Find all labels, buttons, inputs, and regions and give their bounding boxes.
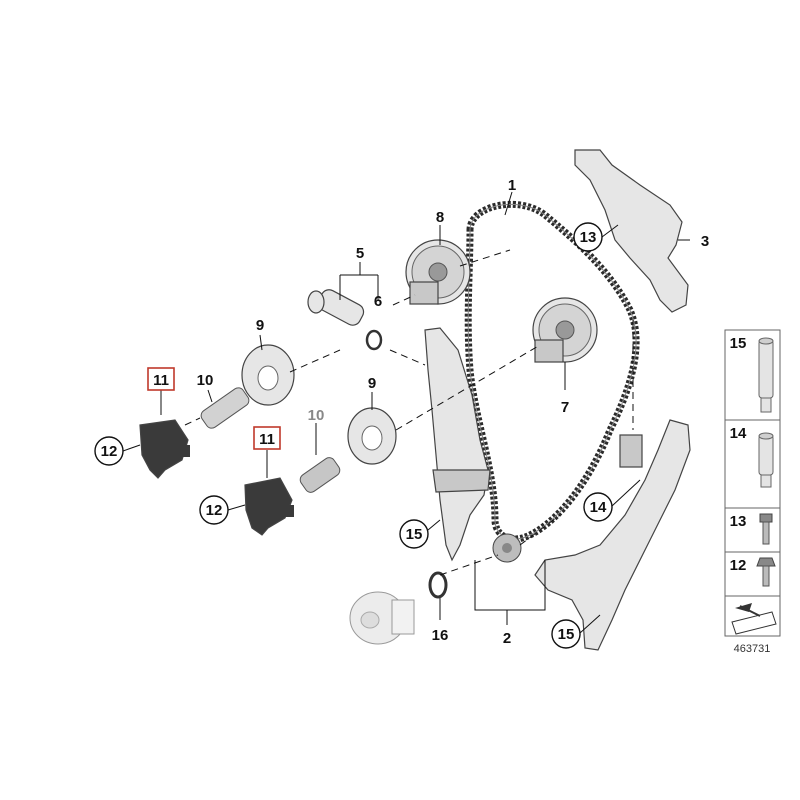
- washer-plate-upper: [241, 344, 295, 406]
- callout-5: 5: [356, 245, 364, 262]
- camshaft-sprocket-intake: [405, 239, 471, 305]
- leader-10a: [207, 389, 213, 403]
- callout-15-right-circle: [551, 619, 581, 649]
- callout-10-lower: 10: [308, 407, 325, 424]
- tensioner-rail-clip: [432, 469, 491, 493]
- assembly-line-7: [519, 514, 561, 546]
- crankshaft-hub: [349, 591, 415, 645]
- callout-2: 2: [503, 630, 511, 647]
- callout-6: 6: [374, 293, 382, 310]
- callout-14: 14: [590, 499, 607, 516]
- legend-label-12: 12: [730, 557, 747, 574]
- legend-label-15: 15: [730, 335, 747, 352]
- callout-3: 3: [701, 233, 709, 250]
- o-ring: [365, 329, 383, 351]
- leader-12b: [227, 504, 246, 511]
- washer-plate-lower: [347, 407, 397, 465]
- callout-12-upper: 12: [101, 443, 118, 460]
- callout-12-upper-circle: [94, 436, 124, 466]
- leader-13: [601, 224, 619, 238]
- callout-11-lower-box: [253, 426, 281, 450]
- guide-rail-lower: [534, 419, 691, 651]
- callout-9-lower: 9: [368, 375, 376, 392]
- legend-label-13: 13: [730, 513, 747, 530]
- bracket-2: [474, 560, 546, 611]
- callout-12-lower-circle: [199, 495, 229, 525]
- bolt-upper: [200, 387, 250, 429]
- bracket-5: [339, 274, 379, 300]
- callout-12-lower: 12: [206, 502, 223, 519]
- legend-screw-12-icon: [756, 557, 776, 587]
- seal-ring: [428, 571, 448, 599]
- timing-chain-inner: [467, 203, 637, 540]
- catalog-number: 463731: [734, 643, 771, 655]
- guide-rail-upper: [574, 149, 689, 313]
- leader-9a: [259, 334, 263, 351]
- actuator-upper: [139, 419, 190, 479]
- timing-chain: [464, 200, 640, 543]
- guide-rail-bracket: [619, 434, 643, 468]
- assembly-line-4: [392, 294, 416, 306]
- assembly-line-2: [389, 349, 426, 366]
- callout-8: 8: [436, 209, 444, 226]
- legend-bolt-13-icon: [759, 513, 773, 545]
- callout-16: 16: [432, 627, 449, 644]
- bolt-lower: [299, 457, 341, 493]
- legend-arrow-icon: [731, 603, 777, 635]
- legend-label-14: 14: [730, 425, 747, 442]
- callout-13-circle: [573, 222, 603, 252]
- leader-1: [504, 191, 513, 216]
- assembly-line-1: [289, 349, 341, 373]
- callout-7: 7: [561, 399, 569, 416]
- legend-pin-15-icon: [758, 337, 774, 413]
- callout-9-upper: 9: [256, 317, 264, 334]
- callout-11-upper: 11: [153, 372, 169, 389]
- leader-14: [611, 479, 641, 507]
- callout-15-left: 15: [406, 526, 423, 543]
- assembly-line-6: [439, 554, 499, 576]
- callout-10-upper: 10: [197, 372, 214, 389]
- callout-15-right: 15: [558, 626, 575, 643]
- callout-13: 13: [580, 229, 597, 246]
- callout-14-circle: [583, 492, 613, 522]
- crankshaft-sprocket: [492, 533, 522, 563]
- bolt-assembly: [307, 289, 365, 326]
- legend-panel: 15 14 13 12 4637: [724, 329, 781, 655]
- leader-12a: [122, 444, 141, 452]
- assembly-line-3: [395, 344, 541, 431]
- callout-11-upper-box: [147, 367, 175, 391]
- assembly-line-5: [459, 249, 511, 267]
- callout-15-left-circle: [399, 519, 429, 549]
- legend-pin-14-icon: [758, 432, 774, 488]
- callout-1: 1: [508, 177, 516, 194]
- camshaft-sprocket-exhaust: [532, 297, 598, 363]
- leader-15a: [427, 519, 441, 531]
- tensioner-rail: [424, 327, 489, 562]
- assembly-line-9: [184, 417, 201, 426]
- callout-11-lower: 11: [259, 431, 275, 448]
- leader-15b: [579, 614, 601, 634]
- actuator-lower: [244, 477, 294, 536]
